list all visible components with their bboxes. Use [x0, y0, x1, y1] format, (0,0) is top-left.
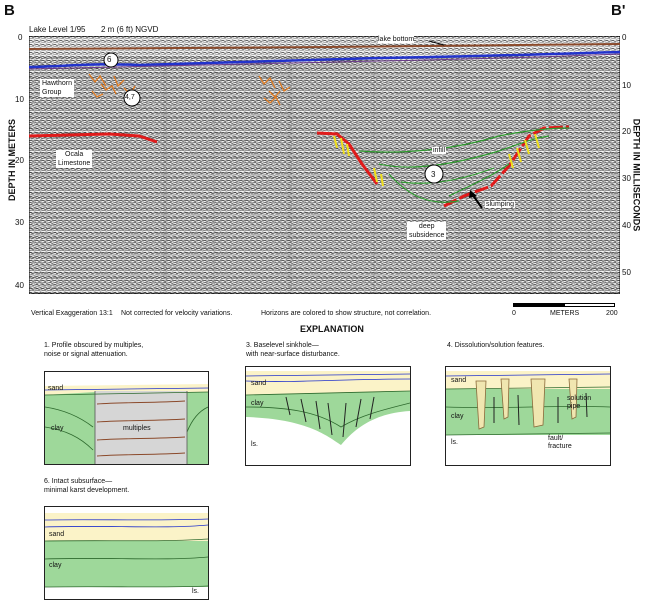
- panel4-sand-label: sand: [451, 377, 467, 384]
- panel1-caption: 1. Profile obscured by multiples,noise o…: [44, 342, 144, 358]
- slumping-label: slumping: [485, 201, 516, 208]
- panel3-sand-label: sand: [251, 380, 267, 387]
- orange-reflectors: [88, 73, 291, 106]
- panel6-clay-label: clay: [49, 562, 62, 569]
- y-right-tick: 40: [622, 221, 631, 230]
- panel6-diagram: sand clay ls.: [44, 506, 209, 600]
- scale-zero: 0: [512, 310, 516, 317]
- circle-3-label: 3: [431, 170, 436, 179]
- panel4-fault-label: fault/ fracture: [548, 435, 572, 450]
- panel4-solution-pipe-label: solution pipe: [567, 395, 592, 410]
- panel3-ls-label: ls.: [251, 441, 258, 448]
- profile-right-label: B': [611, 2, 626, 19]
- blue-horizon: [29, 50, 620, 69]
- y-axis-right-title: DEPTH IN MILLISECONDS: [631, 118, 642, 232]
- vertical-exaggeration-note: Vertical Exaggeration 13:1: [31, 310, 113, 317]
- panel4-caption: 4. Dissolution/solution features.: [447, 342, 545, 349]
- panel1-diagram: sand clay multiples: [44, 371, 209, 465]
- lake-level-label: Lake Level 1/95: [29, 25, 86, 34]
- panel6-caption: 6. Intact subsurface—minimal karst devel…: [44, 478, 130, 494]
- panel1-multiples-label: multiples: [123, 425, 151, 432]
- ocala-label: Ocala Limestone: [56, 150, 93, 168]
- panel3-diagram: sand clay ls.: [245, 366, 411, 466]
- infill-reflectors: [358, 127, 570, 203]
- panel6-sand-label: sand: [49, 531, 65, 538]
- horizon-note: Horizons are colored to show structure, …: [261, 310, 432, 317]
- ngvd-label: 2 m (6 ft) NGVD: [101, 25, 159, 34]
- noise-bands: [163, 56, 590, 294]
- y-right-tick: 50: [622, 268, 631, 277]
- lake-bottom-horizon: [29, 43, 620, 50]
- seismic-profile: [29, 36, 620, 294]
- y-left-tick: 20: [15, 156, 24, 165]
- panel4-diagram: sand clay ls. solution pipe fault/ fract…: [445, 366, 611, 466]
- y-right-tick: 0: [622, 33, 627, 42]
- y-left-tick: 40: [15, 281, 24, 290]
- red-horizon-sinkhole-left: [316, 131, 379, 185]
- y-right-tick: 30: [622, 174, 631, 183]
- y-right-tick: 20: [622, 127, 631, 136]
- scale-unit: METERS: [550, 310, 580, 317]
- scale-bar: [513, 303, 615, 307]
- velocity-note: Not corrected for velocity variations.: [121, 310, 233, 317]
- y-left-tick: 10: [15, 95, 24, 104]
- profile-left-label: B: [4, 2, 15, 19]
- panel4-clay-label: clay: [451, 413, 464, 420]
- y-right-tick: 10: [622, 81, 631, 90]
- explanation-title: EXPLANATION: [300, 324, 364, 334]
- yellow-reflectors: [333, 133, 540, 187]
- panel4-ls-label: ls.: [451, 439, 458, 446]
- lake-bottom-label: lake bottom: [378, 36, 415, 43]
- panel1-sand-label: sand: [48, 385, 64, 392]
- panel3-caption: 3. Baselevel sinkhole—with near-surface …: [246, 342, 340, 358]
- circle-6-label: 6: [107, 55, 112, 64]
- panel3-clay-label: clay: [251, 400, 264, 407]
- deep-subsidence-label: deep subsidence: [407, 222, 447, 240]
- red-horizon-left: [29, 132, 158, 144]
- y-left-tick: 30: [15, 218, 24, 227]
- scale-max: 200: [606, 310, 618, 317]
- hawthorn-label: Hawthorn Group: [40, 79, 74, 97]
- circle-47-label: 4,7: [125, 94, 135, 101]
- infill-label: infill: [432, 147, 447, 154]
- y-left-tick: 0: [18, 33, 23, 42]
- panel6-ls-label: ls.: [192, 588, 199, 595]
- red-horizon-sinkhole-right: [443, 125, 570, 208]
- panel1-clay-label: clay: [51, 425, 64, 432]
